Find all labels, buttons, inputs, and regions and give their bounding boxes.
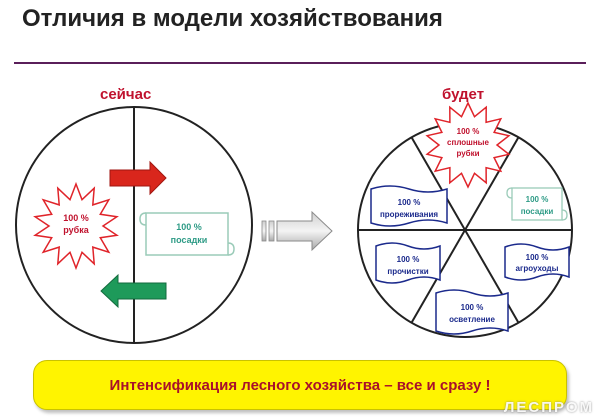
sector-agro-percent: 100 % — [526, 253, 549, 262]
sector-clearcut-label-1: сплошные — [447, 138, 489, 147]
sector-planting-label: посадки — [521, 207, 554, 216]
clearcut-burst-icon — [425, 101, 511, 189]
plant-label: посадки — [171, 235, 208, 245]
summary-banner: Интенсификация лесного хозяйства – все и… — [33, 360, 567, 410]
now-label: сейчас — [100, 86, 152, 103]
title-divider — [14, 62, 586, 64]
planting-scroll-icon — [506, 187, 568, 221]
sector-planting-percent: 100 % — [526, 195, 549, 204]
sector-cleaning-percent: 100 % — [397, 255, 420, 264]
cut-label: рубка — [63, 225, 89, 235]
green-arrow-left-icon — [100, 273, 167, 309]
lightening-flag-icon — [435, 289, 509, 335]
thinning-flag-icon — [370, 185, 448, 227]
red-arrow-right-icon — [109, 160, 167, 196]
sector-clearcut-label-2: рубки — [456, 149, 479, 158]
cut-burst-icon — [33, 181, 119, 271]
transition-arrow-icon — [261, 210, 333, 252]
future-sector-lines — [358, 136, 572, 324]
sector-thinning-percent: 100 % — [398, 198, 421, 207]
sector-lightening-label: осветление — [449, 315, 495, 324]
sector-clearcut-percent: 100 % — [457, 127, 480, 136]
sector-agro-label: агроуходы — [516, 264, 559, 273]
future-label: будет — [442, 86, 485, 103]
summary-text: Интенсификация лесного хозяйства – все и… — [109, 376, 491, 394]
page-title: Отличия в модели хозяйствования — [22, 5, 443, 32]
plant-scroll-icon — [139, 212, 235, 256]
cleaning-flag-icon — [375, 242, 441, 284]
watermark-logo: ЛЕСПРОМ — [503, 399, 594, 416]
sector-thinning-label: прореживания — [380, 210, 438, 219]
cut-percent: 100 % — [63, 213, 89, 223]
sector-cleaning-label: прочистки — [387, 267, 428, 276]
sector-lightening-percent: 100 % — [461, 303, 484, 312]
plant-percent: 100 % — [176, 222, 202, 232]
agro-care-flag-icon — [504, 243, 570, 281]
